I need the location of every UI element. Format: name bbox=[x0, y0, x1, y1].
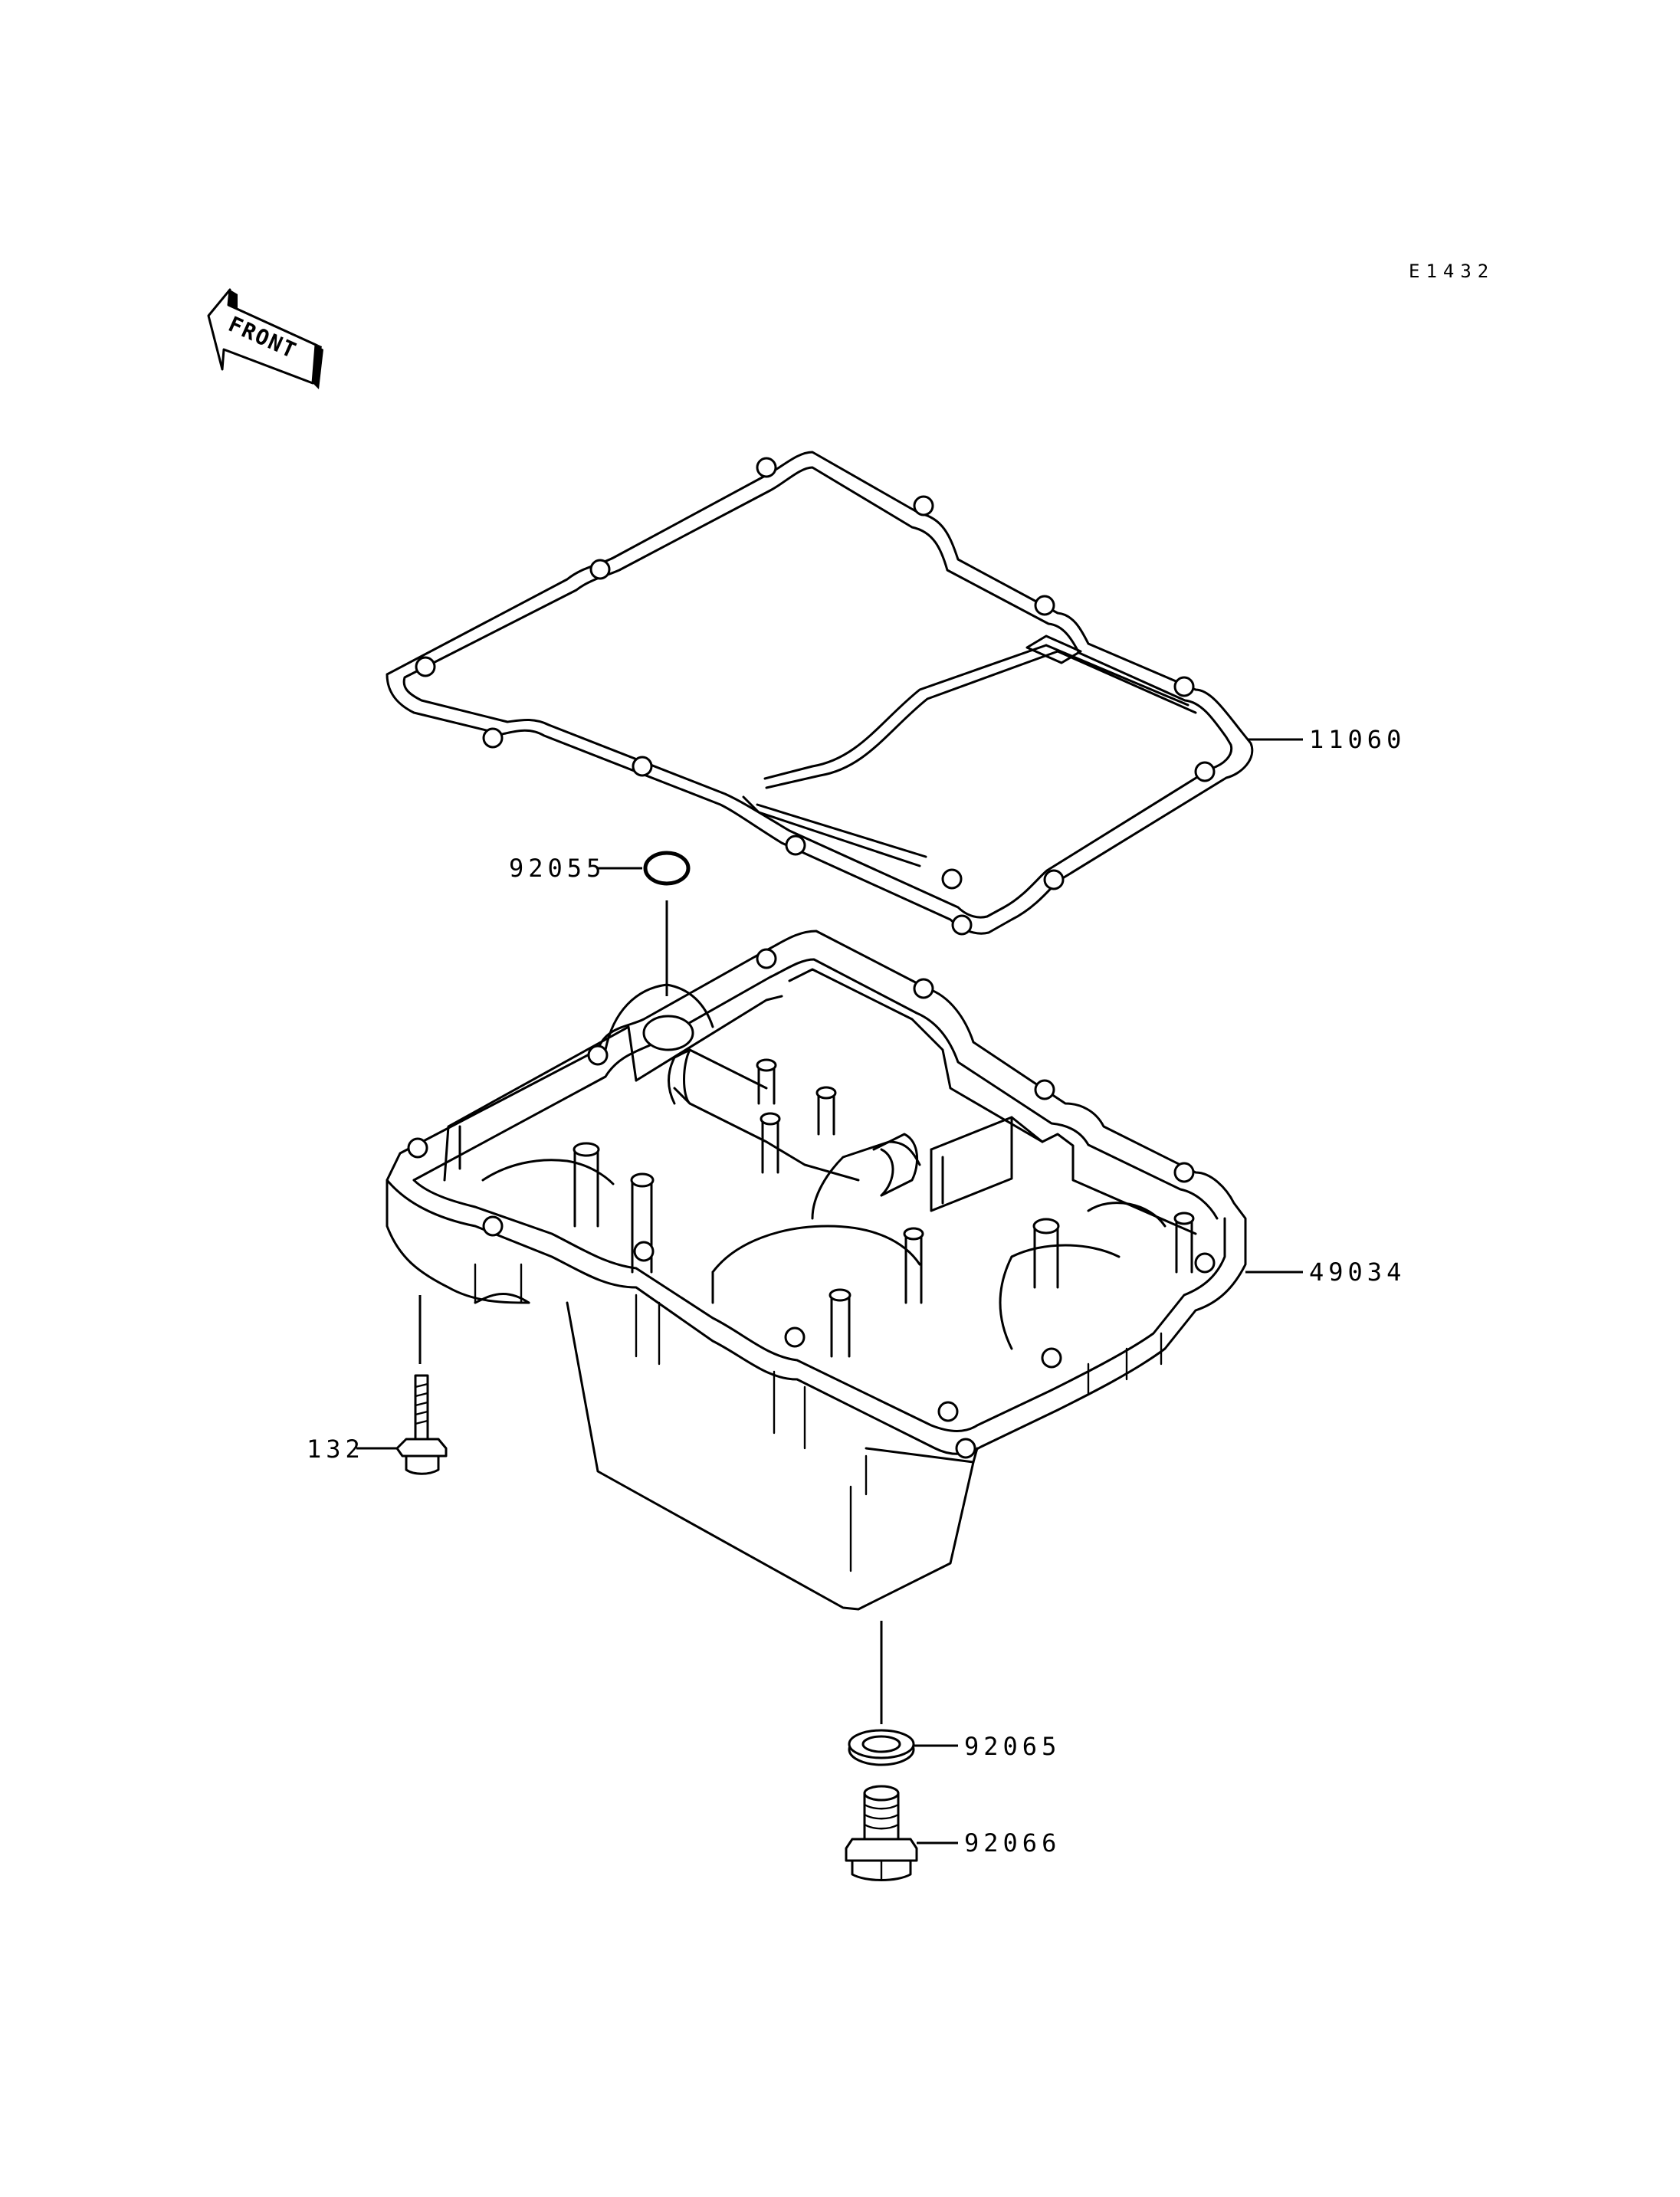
o-ring-92055 bbox=[598, 851, 691, 996]
gasket-11060 bbox=[386, 451, 1303, 936]
part-label-11060: 11060 bbox=[1309, 725, 1406, 754]
part-label-92065: 92065 bbox=[964, 1732, 1061, 1761]
drain-plug-92066 bbox=[845, 1785, 958, 1881]
pan-bolt-132 bbox=[356, 1374, 448, 1475]
drain-washer-92065 bbox=[848, 1729, 958, 1766]
boss-posts bbox=[573, 1058, 1195, 1358]
part-label-92055: 92055 bbox=[509, 854, 605, 883]
front-arrow-icon: FRONT bbox=[207, 288, 323, 389]
diagram-code: E1432 bbox=[1409, 261, 1495, 282]
oil-pan-49034 bbox=[386, 930, 1303, 1724]
part-label-49034: 49034 bbox=[1309, 1258, 1406, 1287]
part-label-132: 132 bbox=[307, 1435, 365, 1464]
pan-bolt-holes bbox=[407, 948, 1216, 1459]
part-label-92066: 92066 bbox=[964, 1828, 1061, 1858]
